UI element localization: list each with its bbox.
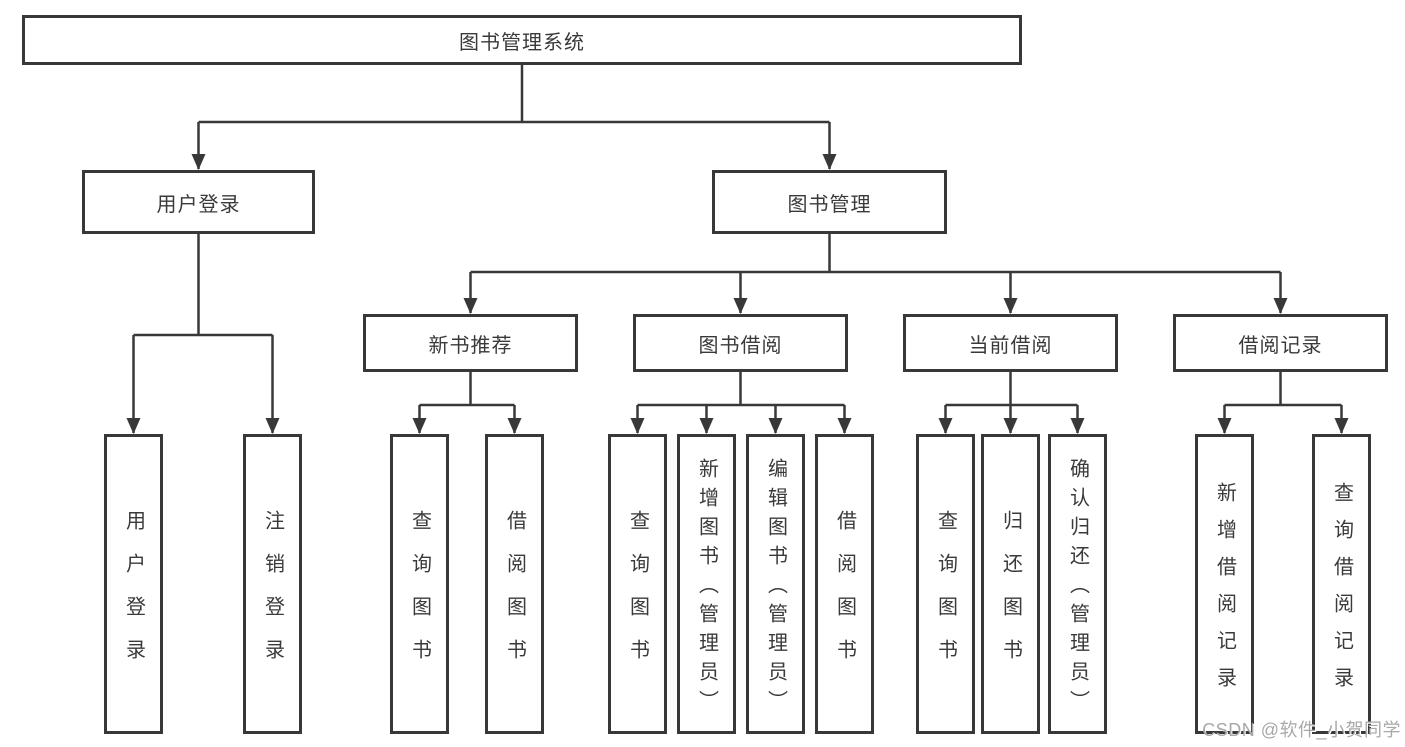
node-label: 查询图书 (934, 509, 957, 682)
node-current-borrow: 当前借阅 (903, 314, 1118, 372)
node-label: 借阅图书 (503, 509, 526, 682)
leaf-user-login: 用户登录 (104, 434, 163, 734)
node-new-book-recommend: 新书推荐 (363, 314, 578, 372)
leaf-add-book-admin: 新增图书（管理员） (677, 434, 736, 734)
elbow-book-borrow (637, 372, 845, 407)
leaf-query-book-2: 查询图书 (608, 434, 667, 734)
node-label: 新增借阅记录 (1213, 481, 1236, 704)
node-book-management: 图书管理 (712, 170, 947, 234)
leaf-borrow-book-1: 借阅图书 (485, 434, 544, 734)
node-label: 编辑图书（管理员） (764, 458, 787, 719)
elbow-user-login (133, 234, 273, 337)
node-label: 当前借阅 (968, 334, 1053, 357)
node-label: 查询借阅记录 (1330, 481, 1353, 704)
node-label: 用户登录 (122, 509, 145, 682)
leaf-borrow-book-2: 借阅图书 (815, 434, 874, 734)
elbow-book-management (470, 234, 1281, 274)
node-label: 查询图书 (408, 509, 431, 682)
node-book-borrow: 图书借阅 (633, 314, 848, 372)
leaf-query-book-1: 查询图书 (390, 434, 449, 734)
node-label: 图书管理 (787, 193, 872, 216)
leaf-confirm-return-admin: 确认归还（管理员） (1048, 434, 1107, 734)
leaf-edit-book-admin: 编辑图书（管理员） (746, 434, 805, 734)
node-label: 注销登录 (261, 509, 284, 682)
node-label: 新书推荐 (428, 334, 513, 357)
elbow-new-book-recommend (419, 372, 515, 407)
elbow-borrow-record (1224, 372, 1342, 407)
node-label: 归还图书 (999, 509, 1022, 682)
leaf-query-borrow-record: 查询借阅记录 (1312, 434, 1371, 734)
node-borrow-record: 借阅记录 (1173, 314, 1388, 372)
elbow-current-borrow (945, 372, 1078, 407)
leaf-add-borrow-record: 新增借阅记录 (1195, 434, 1254, 734)
node-root: 图书管理系统 (22, 15, 1022, 65)
leaf-query-book-3: 查询图书 (916, 434, 975, 734)
node-label: 图书管理系统 (459, 31, 585, 54)
elbow-root (198, 65, 830, 124)
node-label: 借阅图书 (833, 509, 856, 682)
node-user-login: 用户登录 (82, 170, 315, 234)
node-label: 借阅记录 (1238, 334, 1323, 357)
leaf-logout: 注销登录 (243, 434, 302, 734)
node-label: 新增图书（管理员） (695, 458, 718, 719)
watermark: CSDN @软件_小贺同学 (1202, 720, 1401, 740)
node-label: 确认归还（管理员） (1066, 458, 1089, 719)
node-label: 图书借阅 (698, 334, 783, 357)
node-label: 查询图书 (626, 509, 649, 682)
leaf-return-book: 归还图书 (981, 434, 1040, 734)
node-label: 用户登录 (156, 193, 241, 216)
